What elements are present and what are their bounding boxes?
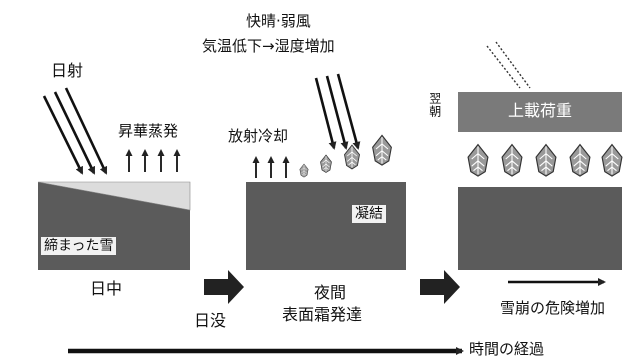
night-caption-line2: 表面霜発達 (282, 305, 363, 324)
solar-radiation-arrows (42, 87, 108, 175)
sunset-transition-arrow (204, 270, 244, 304)
hoar-crystal (372, 134, 392, 166)
solar-radiation-label: 日射 (51, 61, 84, 80)
sublimation-arrows (125, 149, 181, 172)
sublimation-label: 昇華蒸発 (118, 122, 179, 140)
next-morning-stage (458, 41, 623, 286)
snowpack-label: 締まった雪 (41, 237, 117, 256)
day-stage (37, 87, 191, 270)
time-axis-label: 時間の経過 (469, 340, 545, 358)
hoar-crystal (320, 154, 332, 173)
condensation-label: 凝結 (352, 205, 386, 224)
night-caption-line1: 夜間 (314, 283, 347, 302)
next-morning-snowpack-block (458, 187, 622, 270)
buried-hoar-crystal (467, 144, 489, 177)
hoar-crystal (299, 163, 309, 178)
night-condition-line1: 快晴·弱風 (246, 12, 311, 30)
night-snowpack-block (246, 182, 406, 270)
buried-hoar-crystal (501, 144, 523, 177)
daytime-caption: 日中 (90, 279, 123, 298)
sunset-label: 日没 (194, 311, 227, 330)
hoar-crystal (344, 144, 360, 170)
buried-hoar-crystal (535, 144, 557, 177)
incoming-humidity-arrows (314, 73, 361, 150)
new-snowfall-lines (486, 41, 531, 89)
night-condition-line2: 気温低下→湿度増加 (202, 37, 335, 55)
radiative-cooling-label: 放射冷却 (228, 127, 289, 145)
night-to-morning-arrow (420, 270, 460, 304)
avalanche-risk-label: 雪崩の危険増加 (500, 299, 606, 317)
overload-snow-block (458, 92, 622, 132)
buried-hoar-crystals (467, 144, 623, 177)
next-morning-label: 翌朝 (427, 92, 442, 118)
buried-hoar-crystal (601, 144, 623, 177)
radiative-cooling-arrows (252, 156, 290, 178)
day-surface-melt-layer (37, 181, 191, 211)
night-stage (246, 73, 406, 270)
buried-hoar-crystal (569, 144, 591, 177)
overload-label: 上載荷重 (508, 101, 573, 120)
